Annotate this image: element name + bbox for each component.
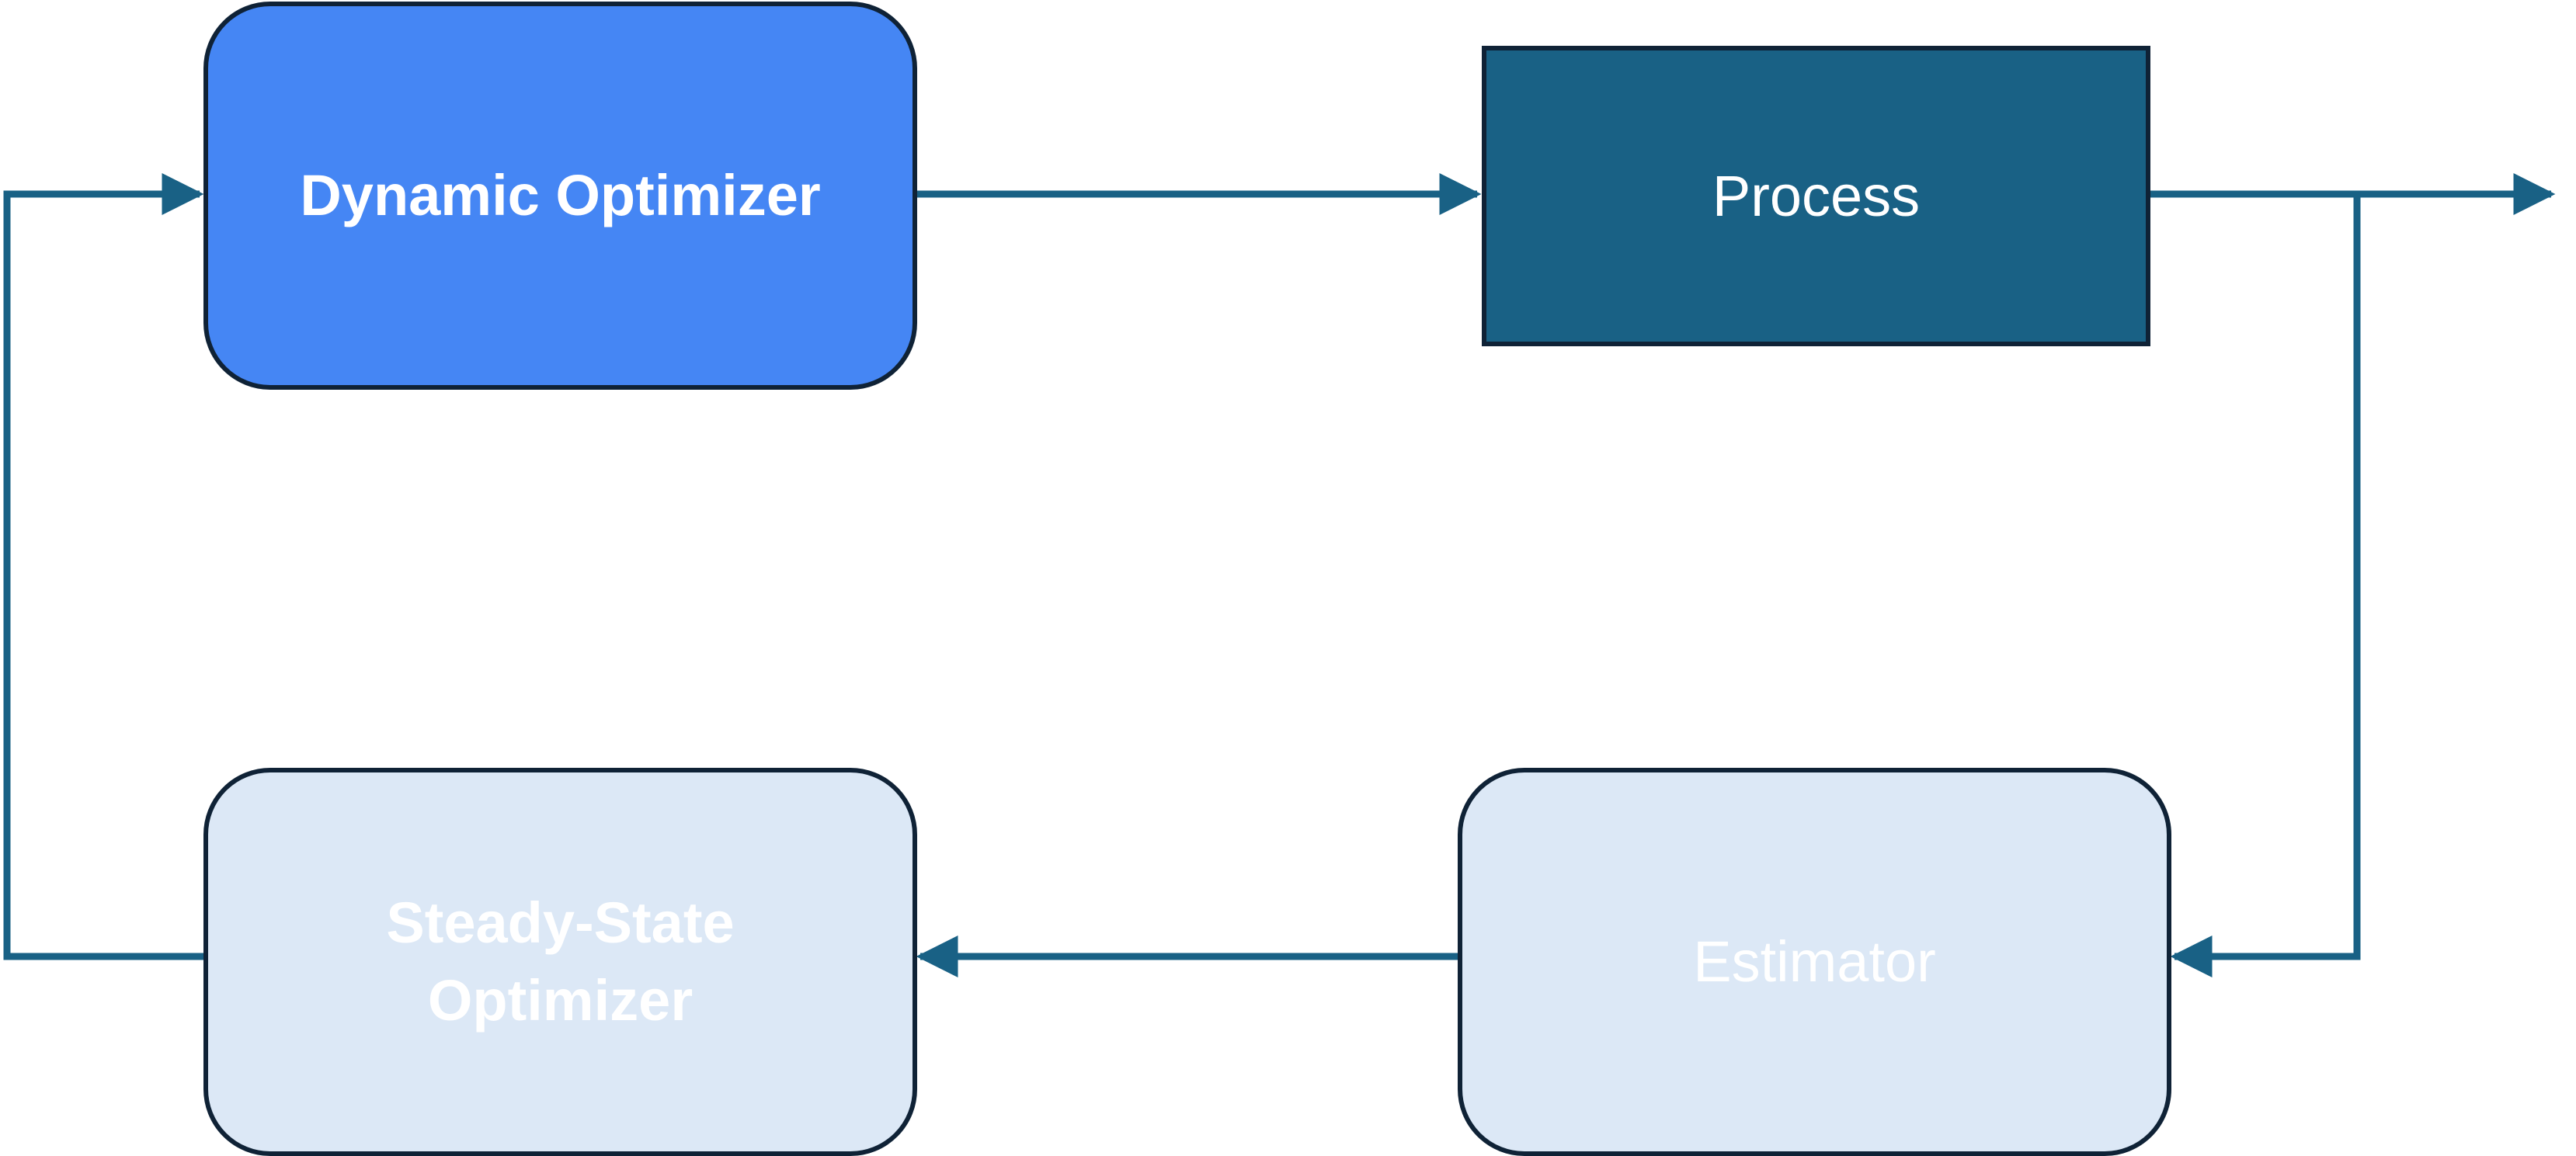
process-label: Process (1712, 163, 1921, 228)
edge-steady-to-dynamic (3, 173, 204, 960)
steady-state-optimizer-label: Steady-State Optimizer (386, 890, 735, 1033)
estimator-node: Estimator (1458, 768, 2171, 1156)
process-node: Process (1482, 46, 2150, 346)
estimator-label: Estimator (1693, 929, 1936, 994)
dynamic-optimizer-node: Dynamic Optimizer (203, 2, 917, 390)
edge-process-to-estimator (2170, 194, 2361, 977)
steady-state-optimizer-node: Steady-State Optimizer (203, 768, 917, 1156)
dynamic-optimizer-label: Dynamic Optimizer (300, 163, 821, 227)
